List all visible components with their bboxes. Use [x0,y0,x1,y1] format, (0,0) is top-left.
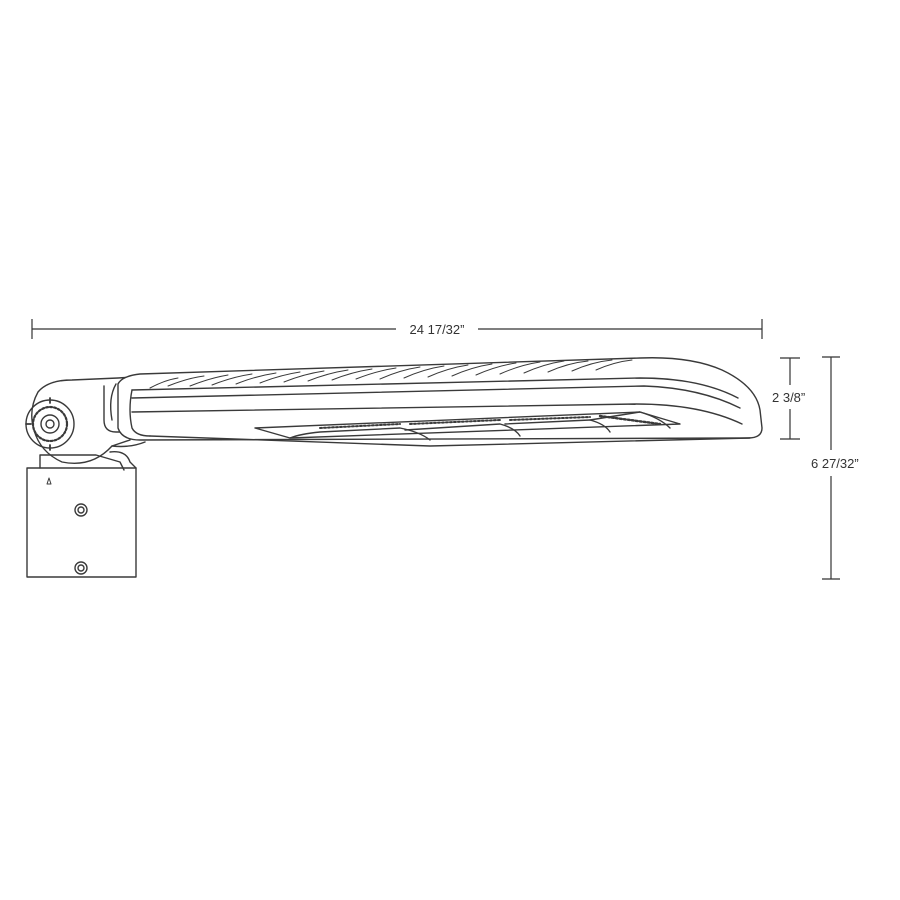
overall-height-label: 6 27/32” [811,456,859,471]
mounting-bracket [26,451,137,578]
led-optic-array [254,411,681,441]
fixture [25,357,763,578]
bracket-bolt-lower [74,561,88,575]
heat-sink-fins [149,359,633,389]
head-height-label: 2 3/8” [772,390,805,405]
adjustable-yoke [31,375,151,464]
dimension-overall-height [822,356,840,580]
overall-length-label: 24 17/32” [410,322,465,337]
bracket-bolt-upper [74,503,88,517]
dimension-overall-length [31,319,763,339]
tilt-dial [25,397,75,451]
dimension-head-height [780,357,800,440]
